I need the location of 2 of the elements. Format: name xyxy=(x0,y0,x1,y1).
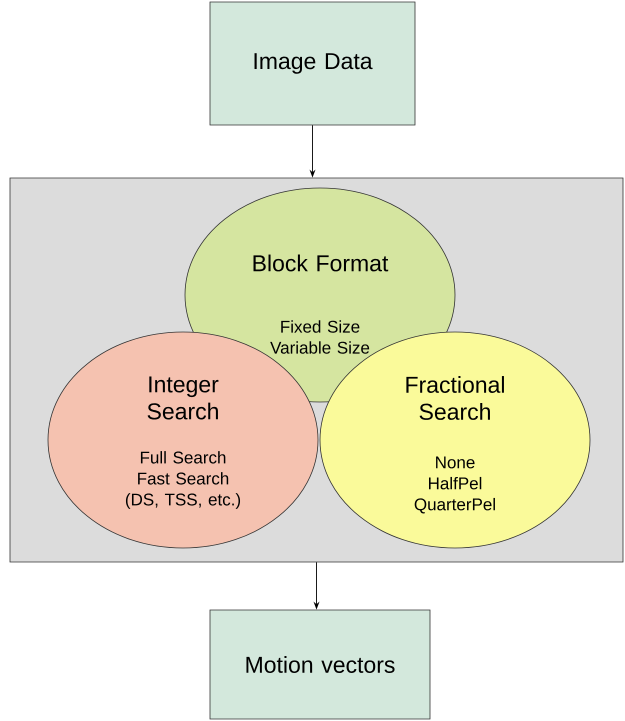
process-box: Image Data xyxy=(210,2,416,126)
process-box: Motion vectors xyxy=(210,610,430,720)
